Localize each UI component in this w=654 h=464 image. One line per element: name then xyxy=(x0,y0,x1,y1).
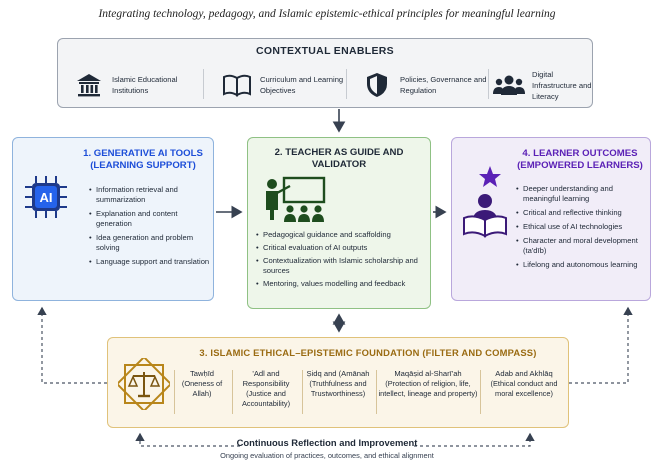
divider xyxy=(232,370,233,414)
list-item: Pedagogical guidance and scaffolding xyxy=(256,230,428,240)
list-item: Idea generation and problem solving xyxy=(89,233,211,253)
divider xyxy=(346,69,347,99)
enabler-curriculum: Curriculum and Learning Objectives xyxy=(220,67,346,103)
principle-desc: (Ethical conduct and moral excellence) xyxy=(490,379,558,398)
list-item: Ethical use of AI technologies xyxy=(516,222,650,232)
divider xyxy=(174,370,175,414)
enabler-label: Policies, Governance and Regulation xyxy=(400,75,487,95)
enabler-label: Islamic Educational Institutions xyxy=(112,75,178,95)
dashed-loop-bottom-right xyxy=(414,432,535,447)
generative-ai-tools-box: 1. GENERATIVE AI TOOLS (LEARNING SUPPORT… xyxy=(12,137,214,301)
ai-tools-list: Information retrieval and summarization … xyxy=(89,185,211,271)
teacher-presenting-icon xyxy=(262,176,332,224)
list-item: Mentoring, values modelling and feedback xyxy=(256,279,428,289)
enabler-institutions: Islamic Educational Institutions xyxy=(72,67,202,103)
principle-desc: (Oneness of Allah) xyxy=(181,379,223,398)
teacher-guide-box: 2. TEACHER AS GUIDE AND VALIDATOR Pedago… xyxy=(247,137,431,309)
list-item: Deeper understanding and meaningful lear… xyxy=(516,184,650,204)
dashed-loop-right xyxy=(569,306,633,384)
learner-list: Deeper understanding and meaningful lear… xyxy=(516,184,650,274)
principle-sidq: Ṣidq and (Amānah (Truthfulness and Trust… xyxy=(304,369,372,399)
list-item: Explanation and content generation xyxy=(89,209,211,229)
teacher-list: Pedagogical guidance and scaffolding Cri… xyxy=(256,230,428,292)
enabler-policies: Policies, Governance and Regulation xyxy=(360,67,490,103)
learner-title: 4. LEARNER OUTCOMES (EMPOWERED LEARNERS) xyxy=(517,148,643,171)
reflection-title: Continuous Reflection and Improvement xyxy=(236,437,418,448)
divider xyxy=(376,370,377,414)
ai-tools-title: 1. GENERATIVE AI TOOLS (LEARNING SUPPORT… xyxy=(83,148,203,171)
shield-icon xyxy=(360,70,394,100)
reading-learner-icon xyxy=(460,164,510,238)
list-item: Language support and translation xyxy=(89,257,211,267)
list-item: Critical evaluation of AI outputs xyxy=(256,243,428,253)
list-item: Information retrieval and summarization xyxy=(89,185,211,205)
enabler-label: Digital Infrastructure and Literacy xyxy=(532,69,592,101)
learner-outcomes-box: 4. LEARNER OUTCOMES (EMPOWERED LEARNERS)… xyxy=(451,137,651,301)
principle-adab: Adab and Akhlāq (Ethical conduct and mor… xyxy=(482,369,566,399)
list-item: Contextualization with Islamic scholarsh… xyxy=(256,256,428,276)
enabler-digital: Digital Infrastructure and Literacy xyxy=(492,67,592,103)
list-item: Character and moral development (ta'dīb) xyxy=(516,236,650,256)
divider xyxy=(302,370,303,414)
institution-icon xyxy=(72,70,106,100)
list-item: Lifelong and autonomous learning xyxy=(516,260,650,270)
dashed-loop-left xyxy=(37,306,107,384)
principle-desc: (Justice and Accountability) xyxy=(241,389,291,408)
islamic-foundation-box: 3. ISLAMIC ETHICAL–EPISTEMIC FOUNDATION … xyxy=(107,337,569,428)
people-icon xyxy=(492,70,526,100)
ai-chip-label: AI xyxy=(40,190,53,205)
principle-adl: 'Adl and Responsibility (Justice and Acc… xyxy=(232,369,300,409)
scales-of-justice-icon xyxy=(115,355,173,413)
divider xyxy=(488,69,489,99)
diagram-subtitle: Integrating technology, pedagogy, and Is… xyxy=(98,8,556,20)
enabler-label: Curriculum and Learning Objectives xyxy=(260,75,344,95)
enablers-title: CONTEXTUAL ENABLERS xyxy=(256,45,394,57)
principle-name: Maqāṣid al-Sharī'ah xyxy=(394,369,462,378)
list-item: Critical and reflective thinking xyxy=(516,208,650,218)
divider xyxy=(203,69,204,99)
divider xyxy=(480,370,481,414)
book-icon xyxy=(220,70,254,100)
principle-name: 'Adl and Responsibility xyxy=(242,369,290,388)
ai-chip-icon: AI xyxy=(21,172,71,222)
principle-maqasid: Maqāṣid al-Sharī'ah (Protection of relig… xyxy=(378,369,478,399)
principle-name: Tawḥīd xyxy=(189,369,215,378)
principle-tawhid: Tawḥīd (Oneness of Allah) xyxy=(174,369,230,399)
reflection-subtitle: Ongoing evaluation of practices, outcome… xyxy=(220,451,434,460)
principle-desc: (Protection of religion, life, intellect… xyxy=(378,379,478,398)
teacher-title: 2. TEACHER AS GUIDE AND VALIDATOR xyxy=(274,147,404,170)
foundation-title: 3. ISLAMIC ETHICAL–EPISTEMIC FOUNDATION … xyxy=(199,347,537,358)
principle-name: Ṣidq and (Amānah xyxy=(306,369,370,378)
principle-name: Adab and Akhlāq xyxy=(495,369,553,378)
dashed-loop-bottom-left xyxy=(135,432,240,447)
contextual-enablers-panel: CONTEXTUAL ENABLERS Islamic Educational … xyxy=(57,38,593,108)
principle-desc: (Truthfulness and Trustworthiness) xyxy=(309,379,367,398)
